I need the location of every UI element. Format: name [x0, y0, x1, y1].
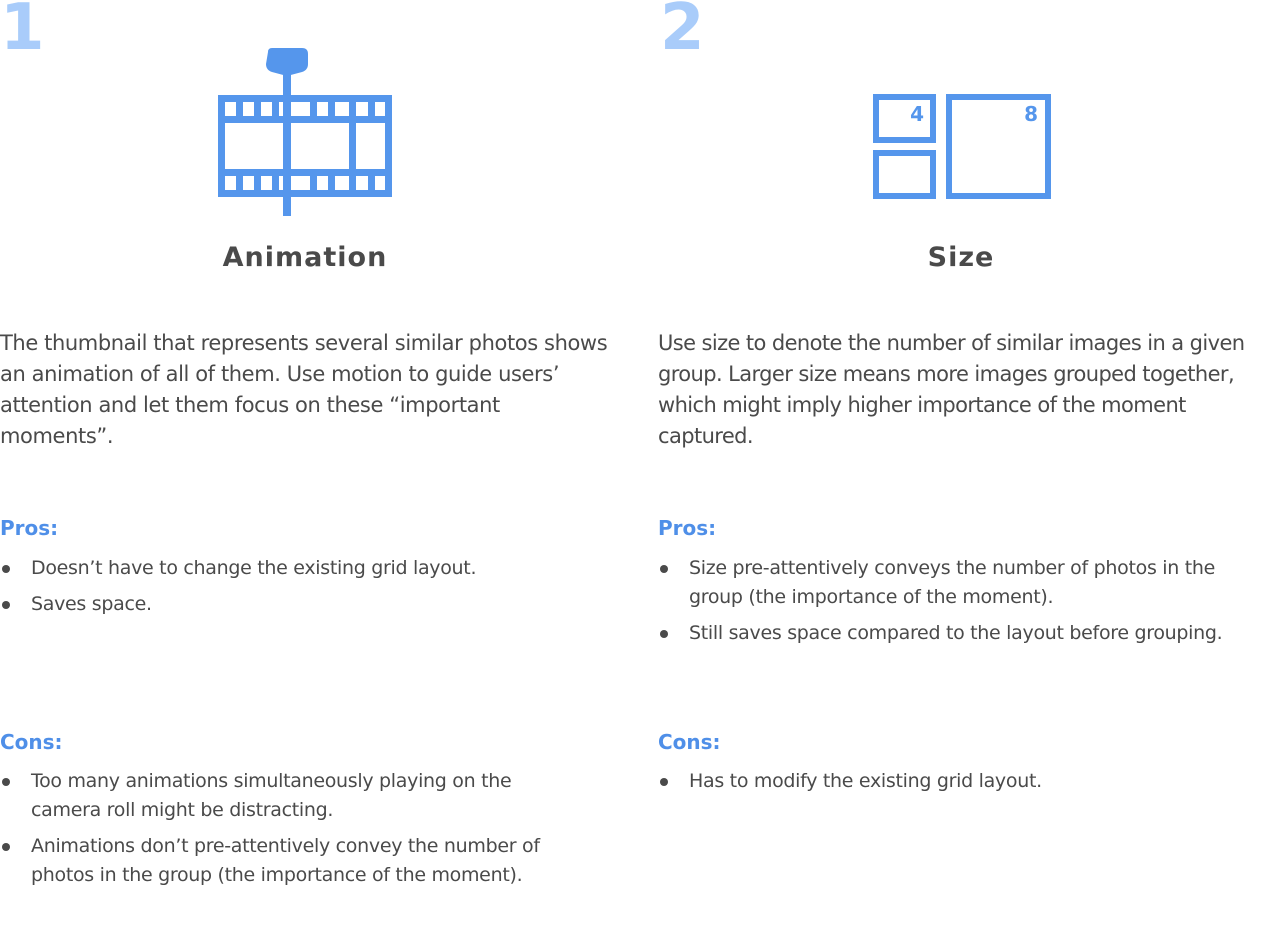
bullet-icon — [660, 778, 668, 786]
cons-heading: Cons: — [658, 730, 721, 754]
option-number: 1 — [0, 0, 45, 65]
pros-list: Doesn’t have to change the existing grid… — [0, 554, 600, 626]
list-item-text: Too many animations simultaneously playi… — [31, 770, 512, 821]
option-description: Use size to denote the number of similar… — [658, 331, 1245, 448]
bullet-icon — [2, 843, 10, 851]
list-item: Animations don’t pre-attentively convey … — [0, 832, 570, 890]
bullet-icon — [660, 630, 668, 638]
list-item: Still saves space compared to the layout… — [658, 619, 1238, 648]
cons-list: Has to modify the existing grid layout. — [658, 767, 1238, 803]
list-item-text: Size pre-attentively conveys the number … — [689, 557, 1216, 608]
bullet-icon — [660, 565, 668, 573]
option-size: 2 4 8 Size Use size to denote the number… — [658, 0, 1280, 928]
film-strip-scrubber-icon — [212, 44, 398, 220]
list-item-text: Still saves space compared to the layout… — [689, 622, 1223, 644]
list-item-text: Animations don’t pre-attentively convey … — [31, 835, 540, 886]
list-item: Size pre-attentively conveys the number … — [658, 554, 1238, 612]
list-item-text: Doesn’t have to change the existing grid… — [31, 557, 477, 579]
list-item: Doesn’t have to change the existing grid… — [0, 554, 600, 583]
bullet-icon — [2, 778, 10, 786]
option-title: Animation — [222, 242, 388, 273]
cons-list: Too many animations simultaneously playi… — [0, 767, 570, 897]
option-description: The thumbnail that represents several si… — [0, 331, 608, 448]
list-item: Saves space. — [0, 590, 600, 619]
cons-heading: Cons: — [0, 730, 63, 754]
bullet-icon — [2, 601, 10, 609]
option-animation: 1 — [0, 0, 610, 928]
small-tile-count: 4 — [910, 102, 924, 126]
large-tile-count: 8 — [1024, 102, 1038, 126]
option-title: Size — [927, 242, 995, 273]
pros-heading: Pros: — [658, 516, 717, 540]
list-item: Too many animations simultaneously playi… — [0, 767, 570, 825]
option-number: 2 — [660, 0, 705, 65]
size-grid-icon: 4 8 — [872, 92, 1054, 204]
bullet-icon — [2, 565, 10, 573]
pros-list: Size pre-attentively conveys the number … — [658, 554, 1238, 655]
list-item-text: Saves space. — [31, 593, 152, 615]
list-item-text: Has to modify the existing grid layout. — [689, 770, 1042, 792]
list-item: Has to modify the existing grid layout. — [658, 767, 1238, 796]
pros-heading: Pros: — [0, 516, 59, 540]
